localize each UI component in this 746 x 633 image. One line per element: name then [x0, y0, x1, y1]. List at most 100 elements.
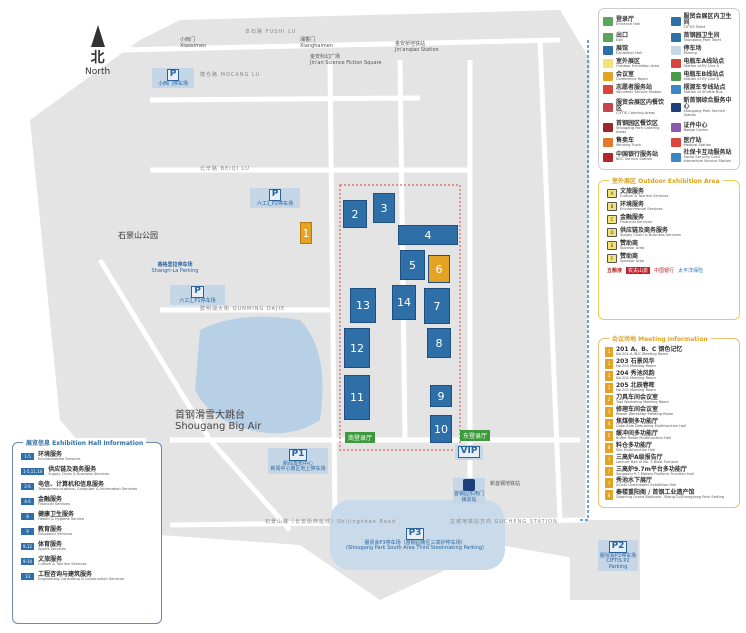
legend-label: 出口 [616, 31, 629, 39]
shuttle-station[interactable]: 首钢园东南门接驳站 [453, 478, 485, 504]
hall-6[interactable]: 6 [428, 255, 450, 283]
legend-label: 服贸会展区内餐饮区 [616, 98, 665, 112]
meeting-label: 缓冲间多功能厅 [616, 429, 659, 437]
hall-1[interactable]: 1 [300, 222, 312, 244]
south-entrance-hall[interactable]: 南登录厅 [345, 432, 376, 443]
legend-symbol-icon [670, 152, 681, 162]
hall-13[interactable]: 13 [350, 288, 376, 323]
place-shijingshan-park: 石景山公园 [118, 231, 158, 240]
hall-info-label: 体育服务 [38, 540, 63, 548]
meeting-tag: 6 [605, 442, 613, 453]
meeting-label: 修理车间会议室 [616, 405, 659, 413]
meeting-label: 204 秀池风韵 [616, 369, 655, 377]
hall-11[interactable]: 11 [344, 375, 370, 420]
meeting-title: 会议场地 [612, 336, 637, 343]
outdoor-label: 环境服务 [620, 200, 645, 208]
sponsor-boc: 中国银行 [654, 267, 675, 274]
outdoor-tag: B [607, 202, 617, 212]
hall-4[interactable]: 4 [398, 225, 458, 245]
legend-label: 证件中心 [683, 121, 708, 129]
meeting-label-en: Silo Multifunction Hall [616, 447, 656, 452]
meeting-tag: 7 [605, 478, 613, 489]
meeting-tag: 1 [605, 382, 613, 393]
legend-label: 停车场 [683, 44, 702, 52]
legend-symbol-icon [603, 72, 613, 82]
vip-parking[interactable]: VIP [455, 445, 483, 460]
road-gucheng: 古城地铁站方向 GUCHENG STATION [450, 519, 558, 525]
east-entrance-hall[interactable]: 东登录厅 [460, 430, 491, 441]
legend-symbol-icon [670, 46, 681, 56]
hall-12[interactable]: 12 [344, 328, 370, 368]
outdoor-tag: A [607, 189, 617, 199]
legend-label-en: Outdoor Exhibition Area [616, 63, 660, 68]
place-xinshougang-station: 新首钢地铁站 [490, 481, 521, 487]
legend-label: 社保卡互动服务站 [683, 149, 732, 157]
hall-7[interactable]: 7 [424, 288, 450, 324]
hall-5[interactable]: 5 [400, 250, 425, 280]
legend-label-en: Shougang Park Toilet [683, 37, 722, 42]
hall-8[interactable]: 8 [427, 328, 451, 358]
hall-3[interactable]: 3 [373, 193, 395, 223]
hall-tag: 8 [21, 513, 34, 521]
legend-symbol-icon [670, 33, 681, 43]
legend-symbol-icon [603, 59, 613, 69]
legend-label: 服贸会展区内卫生间 [683, 13, 732, 26]
road-qunming: 群明湖大街 QUNMING DAJIE [200, 306, 286, 312]
meeting-label-en: No.205 Meeting Room [616, 387, 656, 392]
road-beiqi: 北辛路 BEIQI LU [200, 166, 250, 172]
legend-label-en: Station of EV Line A [683, 63, 720, 68]
hall-10[interactable]: 10 [430, 415, 452, 443]
hall-info-label: 电信、计算机和信息服务 [38, 480, 105, 488]
road-fushi: 阜石路 FUSHI LU [245, 29, 297, 35]
meeting-label-en: No.201-A /B/C Meeting Room [616, 352, 669, 356]
hall-2[interactable]: 2 [343, 200, 367, 228]
shuttle-bus-icon [463, 479, 475, 491]
outdoor-tag: C [607, 215, 617, 225]
road-mocang: 模仓路 MOCANG LU [200, 72, 261, 78]
legend-symbol-icon [670, 17, 681, 27]
outdoor-label-en: Financial Services [620, 219, 653, 224]
compass-en: North [85, 67, 111, 77]
legend-symbol-icon [670, 123, 681, 133]
hall-9[interactable]: 9 [430, 385, 452, 407]
meeting-label: 秀池水下展厅 [616, 477, 653, 485]
hall-14[interactable]: 14 [392, 285, 416, 320]
